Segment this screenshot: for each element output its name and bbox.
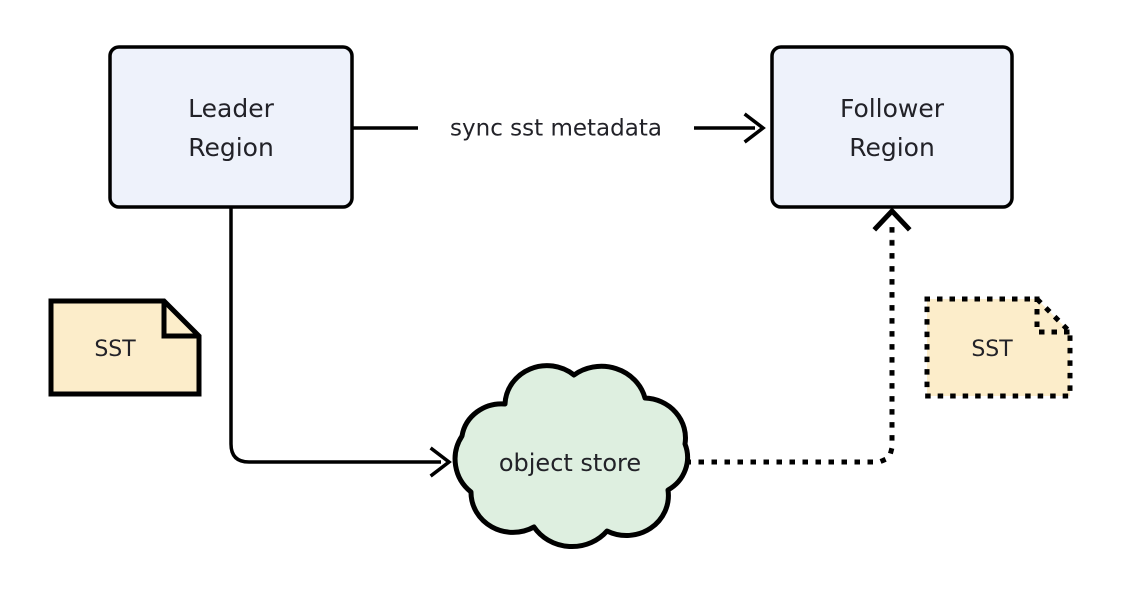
edge-object-store-to-follower-dots xyxy=(685,225,895,465)
follower-region-label-line2: Region xyxy=(849,133,935,162)
sst-follower-fold-icon xyxy=(1034,296,1073,335)
leader-region-label-line2: Region xyxy=(188,133,274,162)
sst-follower-body[interactable] xyxy=(924,296,1073,399)
object-store-cloud-shape[interactable] xyxy=(452,363,691,549)
sst-leader-fold-icon xyxy=(161,301,199,339)
node-sst-leader[interactable]: SST xyxy=(48,298,202,397)
arrowhead-icon-to-object-store xyxy=(429,446,452,478)
edge-leader-to-follower: sync sst metadata xyxy=(352,112,766,144)
node-follower-region[interactable]: Follower Region xyxy=(770,45,1014,209)
node-leader-region[interactable]: Leader Region xyxy=(108,45,354,209)
object-store-label: object store xyxy=(499,449,641,477)
arrowhead-icon-to-follower xyxy=(743,112,766,144)
edge-object-store-to-follower-path xyxy=(688,228,895,465)
edge-object-store-to-follower xyxy=(685,207,912,465)
leader-region-label-line1: Leader xyxy=(188,94,274,123)
edge-leader-to-object-store xyxy=(229,207,452,478)
sst-leader-label: SST xyxy=(94,337,136,362)
leader-region-box[interactable] xyxy=(108,45,354,209)
edge-label-sync-sst-metadata: sync sst metadata xyxy=(450,116,662,142)
edge-leader-to-object-store-path xyxy=(229,207,441,464)
follower-region-label-line1: Follower xyxy=(840,94,945,123)
sst-follower-label: SST xyxy=(971,337,1013,362)
arrowhead-icon-to-follower-region xyxy=(872,207,912,232)
node-sst-follower[interactable]: SST xyxy=(924,296,1073,399)
follower-region-box[interactable] xyxy=(770,45,1014,209)
node-object-store[interactable]: object store xyxy=(452,363,691,549)
